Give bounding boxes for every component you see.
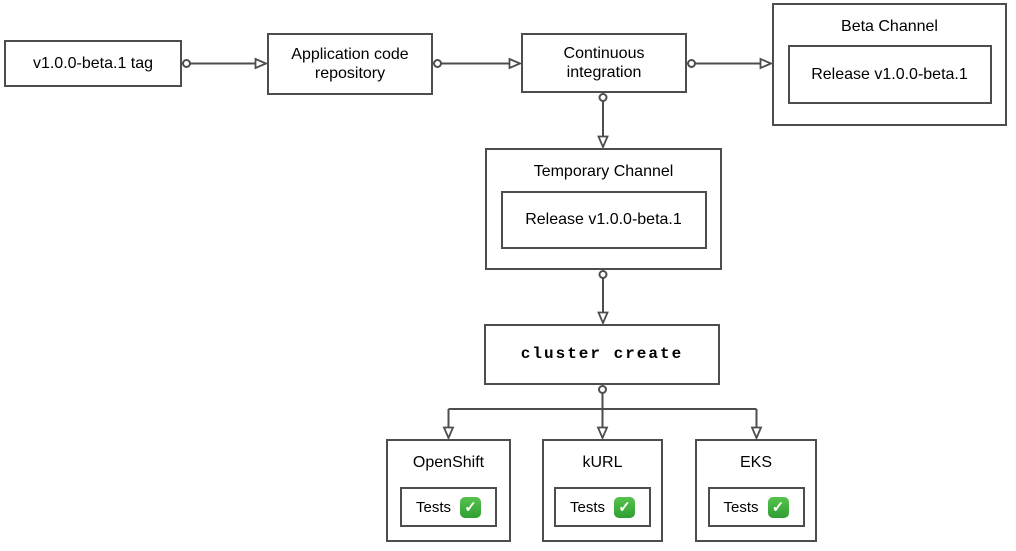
group-eks: EKS Tests ✓ [695,439,817,542]
cluster-create-label: cluster create [520,345,684,363]
node-eks-tests: Tests ✓ [707,487,805,527]
edge-start-dot [687,59,696,68]
node-app-code-repository: Application code repository [267,33,433,95]
node-beta-release: Release v1.0.0-beta.1 [787,45,992,104]
group-beta-channel: Beta Channel Release v1.0.0-beta.1 [772,3,1007,126]
eks-title: EKS [739,454,772,471]
group-openshift: OpenShift Tests ✓ [386,439,511,542]
temporary-release-label: Release v1.0.0-beta.1 [525,211,682,228]
node-version-tag: v1.0.0-beta.1 tag [4,40,182,87]
check-glyph: ✓ [771,498,785,516]
version-tag-label: v1.0.0-beta.1 tag [32,55,154,72]
tests-passed-check-icon: ✓ [460,496,481,518]
temporary-channel-title: Temporary Channel [533,163,674,180]
continuous-integration-label: Continuous integration [563,45,645,81]
tests-passed-check-icon: ✓ [767,496,789,518]
node-openshift-tests: Tests ✓ [400,487,497,527]
edge-start-dot [598,270,608,279]
edge-start-dot [433,59,442,68]
group-kurl: kURL Tests ✓ [542,439,663,542]
kurl-tests-label: Tests [569,498,605,516]
check-glyph: ✓ [618,498,631,516]
node-continuous-integration: Continuous integration [521,33,687,93]
eks-tests-label: Tests [723,498,759,516]
openshift-tests-label: Tests [415,498,451,516]
tests-passed-check-icon: ✓ [614,496,635,518]
edge-start-dot [598,93,608,102]
edge-start-dot [182,59,191,68]
kurl-title: kURL [582,454,623,471]
beta-channel-title: Beta Channel [841,18,938,35]
node-kurl-tests: Tests ✓ [554,487,651,527]
group-temporary-channel: Temporary Channel Release v1.0.0-beta.1 [485,148,722,270]
beta-release-label: Release v1.0.0-beta.1 [811,65,968,83]
node-cluster-create: cluster create [484,324,720,385]
check-glyph: ✓ [464,498,477,516]
node-temporary-release: Release v1.0.0-beta.1 [500,191,707,249]
edge-start-dot [598,385,607,394]
app-code-repository-label: Application code repository [291,46,409,82]
openshift-title: OpenShift [412,454,485,471]
